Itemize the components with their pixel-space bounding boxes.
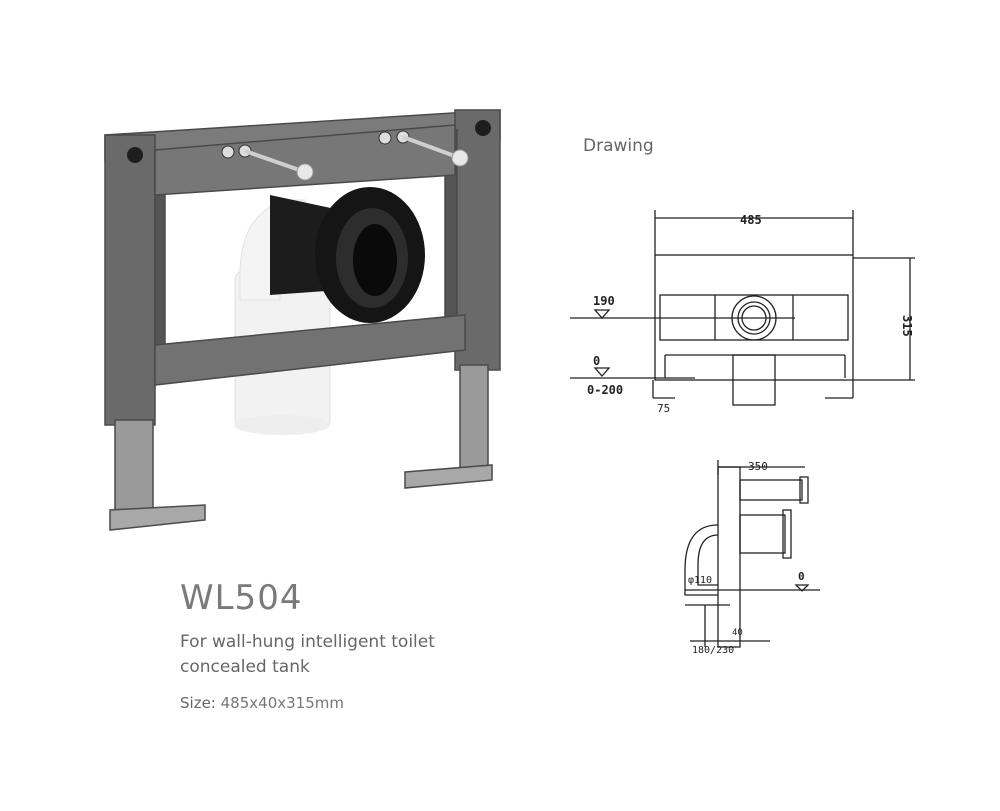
size-value: 485x40x315mm: [220, 694, 344, 712]
height-dimension: 315: [900, 315, 914, 337]
drawing-title: Drawing: [583, 136, 654, 156]
pipe-level-label: 190: [593, 294, 615, 308]
description-line-1: For wall-hung intelligent toilet: [180, 632, 435, 652]
rubber-connector: [270, 187, 425, 323]
side-floor-label: 0: [798, 570, 805, 583]
product-description: For wall-hung intelligent toilet conceal…: [180, 630, 500, 680]
product-photo: [104, 109, 501, 531]
width-dimension: 485: [740, 213, 762, 227]
size-spec: Size: 485x40x315mm: [180, 694, 344, 712]
side-dim-range: 180/230: [692, 645, 734, 655]
threaded-rods: [244, 135, 461, 174]
pipe-diameter-label: φ110: [688, 575, 712, 586]
size-label: Size:: [180, 694, 216, 712]
depth-dimension: 350: [748, 460, 768, 473]
side-dim-40: 40: [732, 628, 743, 638]
adjust-range-label: 0-200: [587, 383, 623, 397]
description-line-2: concealed tank: [180, 657, 310, 677]
floor-level-label: 0: [593, 354, 600, 368]
side-view-drawing: 350 φ110 0 40 180/230: [684, 460, 820, 655]
foot-offset-label: 75: [657, 402, 670, 415]
front-view-drawing: 485 190 0 0-200 75 315: [570, 210, 915, 415]
model-name: WL504: [180, 578, 303, 618]
